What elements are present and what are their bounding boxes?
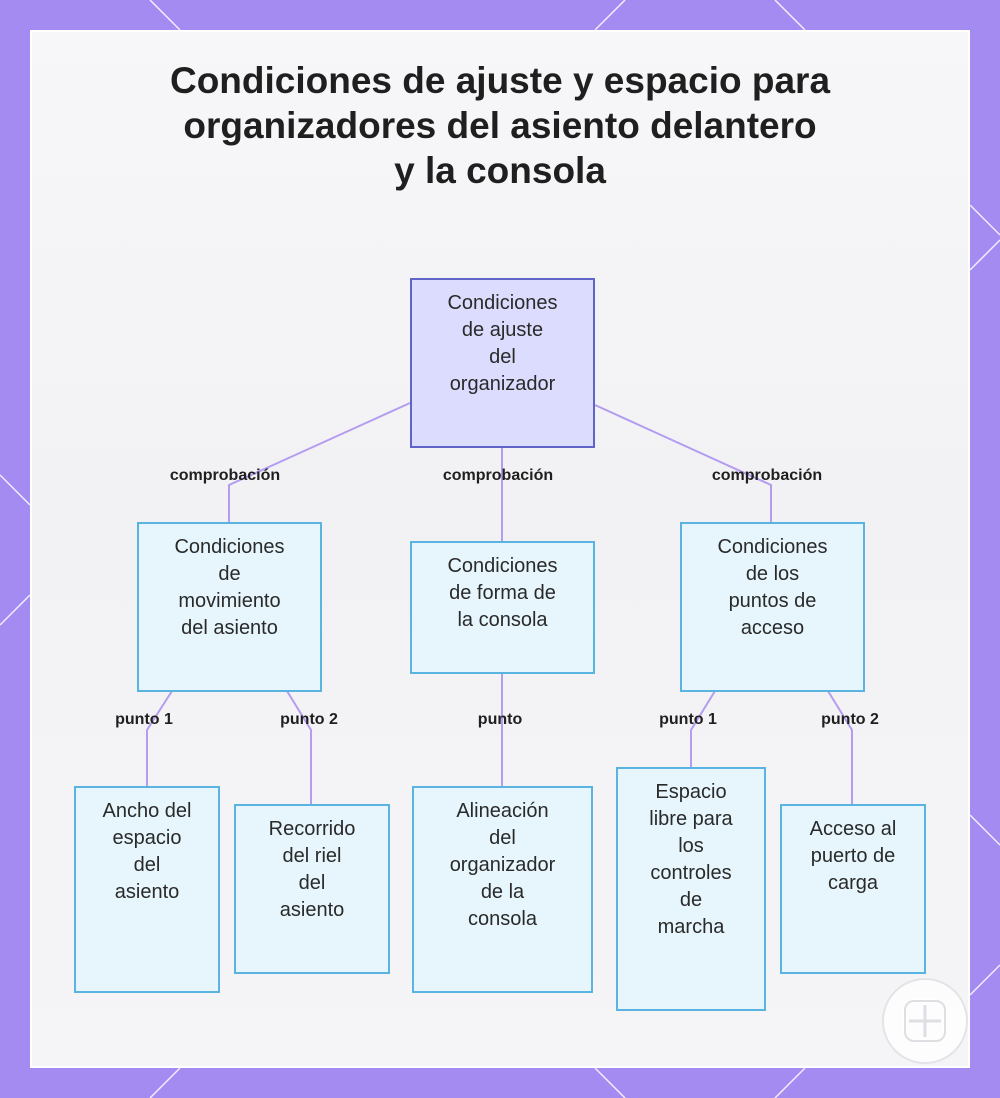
edge-root-access — [594, 404, 772, 522]
node-text: la consola — [457, 609, 548, 631]
node-console-shape: Condiciones de forma de la consola — [410, 541, 595, 674]
logo-badge — [882, 978, 968, 1064]
node-text: del asiento — [181, 617, 278, 639]
node-text: Alineación — [456, 800, 549, 822]
node-text: organizador — [449, 373, 556, 395]
edge-label-seat-point-1: punto 1 — [115, 711, 173, 728]
node-text: de — [218, 563, 241, 585]
node-text: movimiento — [178, 590, 281, 612]
title-line-3: y la consola — [394, 150, 606, 191]
edge-label-access-point-2: punto 2 — [821, 711, 879, 728]
node-text: asiento — [279, 899, 345, 921]
node-controls-clearance: Espacio libre para los controles de marc… — [616, 767, 766, 1011]
node-text: puntos de — [728, 590, 817, 612]
edge-seat-rail — [286, 690, 312, 804]
node-text: del — [489, 346, 516, 368]
node-text: puerto de — [810, 845, 896, 867]
node-text: los — [678, 835, 704, 857]
node-text: Recorrido — [268, 818, 356, 840]
edge-access-charge — [827, 690, 853, 804]
node-console-alignment: Alineación del organizador de la consola — [412, 786, 593, 993]
node-text: acceso — [740, 617, 805, 639]
node-text: Condiciones — [174, 536, 285, 558]
title-line-2: organizadores del asiento delantero — [183, 105, 817, 146]
edge-root-seat — [228, 402, 411, 522]
edge-label-check-console: comprobación — [442, 467, 554, 484]
node-text: Condiciones — [717, 536, 828, 558]
node-seat-gap-width: Ancho del espacio del asiento — [74, 786, 220, 993]
node-access-points: Condiciones de los puntos de acceso — [680, 522, 865, 692]
node-text: Acceso al — [809, 818, 897, 840]
node-text: consola — [468, 908, 537, 930]
node-charging-port-access: Acceso al puerto de carga — [780, 804, 926, 974]
node-text: de ajuste — [461, 319, 544, 341]
node-text: Condiciones — [447, 555, 558, 577]
node-text: del riel — [282, 845, 342, 867]
node-text: organizador — [449, 854, 556, 876]
node-text: de — [679, 889, 703, 911]
node-text: espacio — [112, 827, 182, 849]
node-text: Condiciones — [447, 292, 558, 314]
node-seat-rail-travel: Recorrido del riel del asiento — [234, 804, 390, 974]
node-text: Espacio — [655, 781, 727, 803]
node-text: marcha — [657, 916, 725, 938]
edge-label-check-access: comprobación — [711, 467, 823, 484]
node-text: de forma de — [449, 582, 556, 604]
node-text: carga — [827, 872, 879, 894]
edge-label-check-seat: comprobación — [169, 467, 281, 484]
node-text: de la — [480, 881, 525, 903]
edge-access-controls — [690, 690, 716, 767]
node-text: Ancho del — [102, 800, 192, 822]
node-text: libre para — [649, 808, 733, 830]
node-text: del — [133, 854, 161, 876]
node-root-fit-conditions: Condiciones de ajuste del organizador — [410, 278, 595, 448]
node-text: del — [298, 872, 326, 894]
node-text: controles — [650, 862, 732, 884]
diagram-title: Condiciones de ajuste y espacio para org… — [0, 58, 1000, 193]
node-text: del — [489, 827, 516, 849]
node-text: de los — [745, 563, 800, 585]
edge-label-access-point-1: punto 1 — [659, 711, 717, 728]
node-seat-movement: Condiciones de movimiento del asiento — [137, 522, 322, 692]
edge-label-seat-point-2: punto 2 — [280, 711, 338, 728]
grid-logo-icon — [903, 999, 947, 1043]
edge-label-console-point: punto — [477, 711, 523, 728]
edge-seat-gap — [146, 690, 173, 786]
node-text: asiento — [114, 881, 180, 903]
title-line-1: Condiciones de ajuste y espacio para — [169, 60, 831, 101]
